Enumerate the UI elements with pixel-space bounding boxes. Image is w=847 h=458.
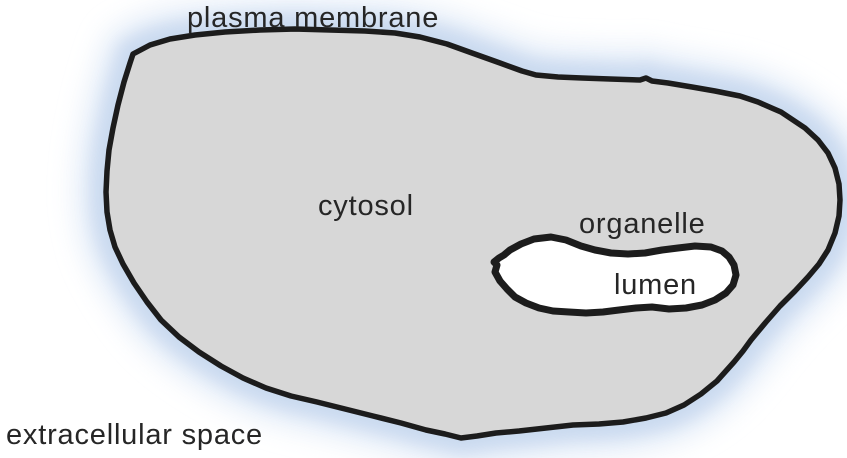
organelle-shape <box>490 233 740 317</box>
label-organelle: organelle <box>579 208 706 240</box>
label-plasma-membrane: plasma membrane <box>187 2 440 34</box>
label-lumen: lumen <box>614 269 697 301</box>
label-cytosol: cytosol <box>318 190 414 222</box>
cell-body-plasma-membrane <box>103 26 843 441</box>
label-extracellular-space: extracellular space <box>6 419 263 451</box>
